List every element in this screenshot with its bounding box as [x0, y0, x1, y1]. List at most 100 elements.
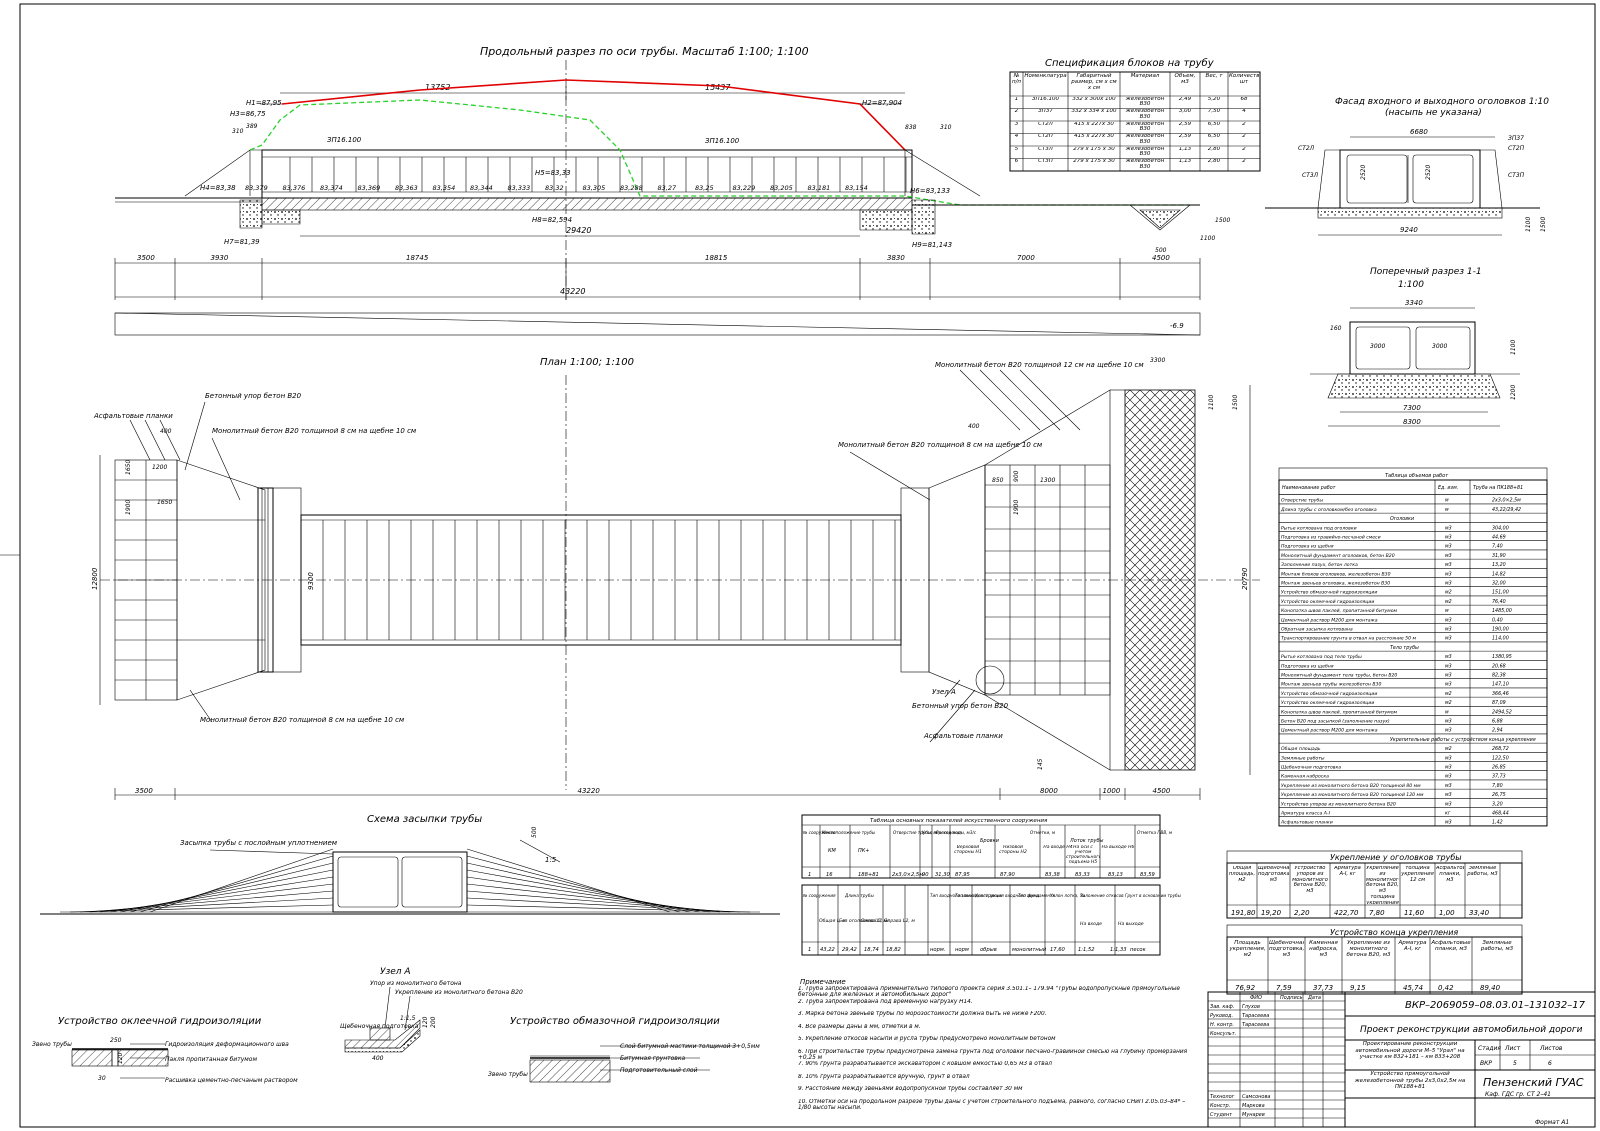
ls-small-7: 500 [1155, 247, 1167, 254]
works-unit: м2 [1445, 599, 1452, 605]
works-value: 43,22/29,42 [1492, 507, 1521, 513]
works-unit: м2 [1445, 746, 1452, 752]
stamp-org: Пензенский ГУАС [1483, 1076, 1584, 1089]
facade-label-3: СТ3П [1508, 172, 1525, 179]
main-r1-cell: 87,90 [1000, 872, 1016, 878]
note-line: 5. Укрепление откосов насыпи и русла тру… [798, 1036, 1056, 1042]
main-table-title: Таблица основных показателей искусственн… [870, 818, 1048, 824]
stamp-format: Формат А1 [1535, 1119, 1569, 1126]
main-h1: Расход воды, м3/с [936, 830, 977, 835]
main-h1-sub2: Бровки [980, 838, 1000, 844]
ls-bottom-mark: 83,154 [845, 184, 868, 192]
works-value: 1485,00 [1492, 608, 1512, 614]
stamp-name: Самсонова [1242, 1094, 1270, 1100]
main-r2-cell: 17,60 [1050, 947, 1066, 953]
main-r2-cell: монолитный [1012, 947, 1047, 953]
works-unit: м3 [1445, 544, 1452, 550]
works-unit: м3 [1445, 719, 1452, 725]
works-name: Устройство обмазочной гидроизоляции [1281, 590, 1377, 596]
spec-cell: ЗП37 [1038, 109, 1053, 114]
facade-label-1: СТ2Л [1298, 145, 1315, 152]
works-unit: м [1445, 499, 1449, 504]
plan-dim-bottom: 3500 [135, 787, 153, 795]
works-name: Обратная засыпка котлована [1281, 627, 1353, 633]
notes-block: Примечание 1. Труба запроектирована прим… [798, 978, 1188, 1111]
main-h2-sub2: На входе [1080, 921, 1102, 927]
main-r2-cell: песок [1130, 947, 1147, 953]
works-name: Длина трубы с оголовком/без оголовка [1280, 507, 1377, 513]
paste-dim-2: 30 [98, 1075, 106, 1082]
works-value: 3,20 [1492, 801, 1503, 807]
main-h1-sub: ПК+ [858, 848, 870, 854]
node-a: Узел А Упор из монолитного бетона Укрепл… [340, 967, 523, 1062]
spec-cell: 2,80 [1207, 159, 1221, 164]
ls-dim-top-2: 15437 [705, 83, 731, 92]
stamp-stage-h2: Лист [1504, 1045, 1521, 1052]
works-name: Заполнение пазух, бетон лотка [1281, 562, 1358, 568]
plan-dim-1: 400 [160, 428, 172, 435]
main-r2-cell: 43,22 [820, 947, 835, 953]
main-r1-cell: 16 [826, 872, 833, 878]
node-label-1: Упор из монолитного бетона [370, 980, 462, 987]
plan-dim-bottom: 1000 [1103, 787, 1121, 795]
works-unit: м3 [1445, 820, 1452, 826]
works-value: 268,72 [1492, 746, 1509, 752]
facade-label-2: СТ3Л [1302, 172, 1319, 179]
plan-dim-6: 12800 [91, 567, 99, 590]
spec-header: № п/п [1011, 73, 1022, 85]
main-h2: Длина трубы [844, 893, 874, 898]
plan-dim-8: 400 [968, 423, 980, 430]
se-header: Земляные работы, м3 [1480, 940, 1514, 952]
works-name: Укрепление из монолитного бетона В20 тол… [1281, 783, 1421, 789]
note-line: 8. 10% грунта разрабатывается вручную, г… [798, 1073, 970, 1080]
main-r1-cell: 90 [922, 872, 929, 878]
works-name: Подготовка из щебня [1281, 663, 1334, 669]
spec-cell: 6 [1014, 159, 1019, 164]
facade-dim-6: 1500 [1540, 217, 1547, 232]
stamp-role: Зав. каф. [1210, 1004, 1234, 1010]
spec-cell: 3,00 [1178, 109, 1192, 114]
ls-small-6: 1100 [1200, 235, 1215, 242]
node-dim-3: 200 [430, 1016, 437, 1028]
spec-cell: 2 [1242, 134, 1246, 139]
works-value: 2,94 [1492, 728, 1503, 734]
works-unit: кг [1445, 812, 1451, 817]
spec-cell: 332 х 334 х 100 [1071, 109, 1117, 114]
plan-dim-bottom: 4500 [1153, 787, 1171, 795]
works-name: Монтаж звеньев оголовка, железобетон В30 [1281, 581, 1390, 587]
spec-cell: 2 [1242, 146, 1246, 152]
ls-bottom-mark: 83,27 [658, 184, 677, 192]
ls-small-3: 838 [905, 124, 917, 131]
plan-note-8: Бетонный упор бетон В20 [912, 702, 1009, 710]
cross-dim-2: 3000 [1370, 343, 1385, 350]
spec-header: Вес, т [1205, 73, 1223, 79]
spec-title: Спецификация блоков на трубу [1045, 57, 1215, 69]
ls-small-5: 1500 [1215, 217, 1230, 224]
sh-value: 7,80 [1369, 909, 1385, 917]
plan-view: План 1:100; 1:100 Асфальтовые планки Бет… [91, 357, 1260, 800]
stamp-role: Технолог [1210, 1094, 1235, 1100]
sh-value: 1,00 [1439, 909, 1455, 917]
works-value: 151,00 [1492, 590, 1509, 596]
stamp-name: Глухов [1242, 1004, 1260, 1010]
plan-title: План 1:100; 1:100 [540, 357, 634, 368]
stamp-stage-v3: 6 [1548, 1060, 1552, 1067]
spec-cell: 2,59 [1178, 134, 1192, 139]
note-line: 6. При строительстве трубы предусмотрена… [798, 1048, 1188, 1061]
main-h2-sub: Справа L2, м [884, 918, 915, 924]
spec-cell: 2,49 [1178, 96, 1192, 102]
main-h1-sub3: На входе Н4 [1043, 845, 1073, 850]
plan-dim-bottom: 43220 [578, 787, 601, 795]
plan-note-4: Монолитный бетон В20 толщиной 8 см на ще… [200, 716, 405, 724]
spec-cell: 6,50 [1207, 121, 1221, 127]
ls-bottom-mark: 83,344 [470, 184, 493, 192]
works-name: Рытье котлована под тело трубы [1281, 654, 1362, 660]
main-h1-sub: КМ [828, 848, 837, 854]
works-name: Монтаж блоков оголовков, железобетон В30 [1281, 571, 1391, 577]
node-label-2: Укрепление из монолитного бетона В20 [395, 989, 523, 996]
works-unit: м3 [1445, 535, 1452, 541]
works-value: 1380,95 [1492, 654, 1512, 660]
works-value: 190,00 [1492, 627, 1509, 633]
spec-cell: железобетон В30 [1125, 109, 1165, 120]
long-section: Продольный разрез по оси трубы. Масштаб … [114, 45, 1230, 336]
